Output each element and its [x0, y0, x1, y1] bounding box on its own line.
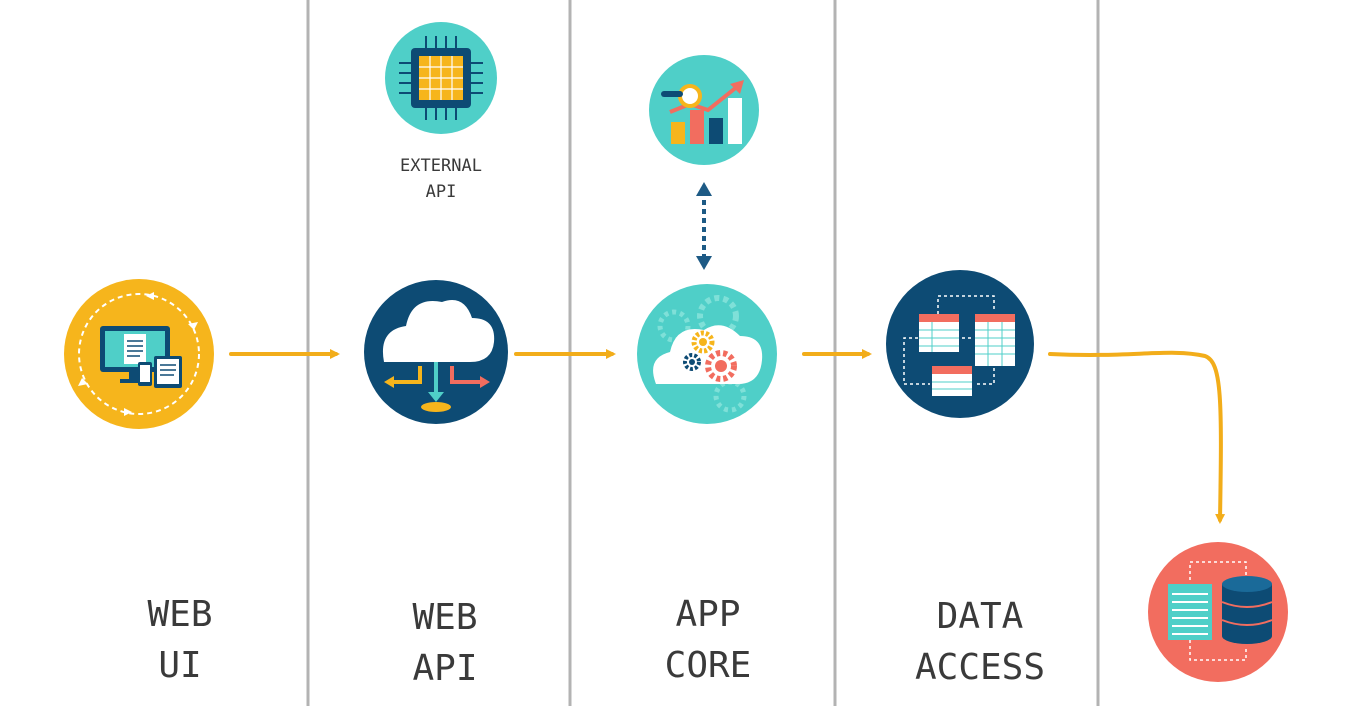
- tables-relations-icon: [886, 270, 1034, 418]
- chip-icon: [385, 22, 497, 134]
- column-label-webapi-line1: WEB: [412, 597, 477, 638]
- column-label-webui-line1: WEB: [147, 594, 212, 635]
- column-label-webui-line2: UI: [158, 645, 201, 686]
- devices-sync-icon: [64, 279, 214, 429]
- database-icon: [1148, 542, 1288, 682]
- dotted-bidirectional-arrow: [696, 182, 712, 270]
- cloud-gears-icon: [637, 284, 777, 424]
- analytics-chart-icon: [649, 55, 759, 165]
- arrow-dataaccess-to-database: [1048, 350, 1226, 524]
- external-api-label-line1: EXTERNAL: [400, 156, 482, 176]
- cloud-api-icon: [364, 280, 508, 424]
- column-label-appcore-line2: CORE: [665, 645, 752, 686]
- column-label-dataaccess-line1: DATA: [937, 596, 1024, 637]
- flow-arrows: [229, 349, 1226, 524]
- column-label-dataaccess-line2: ACCESS: [915, 647, 1045, 688]
- column-label-webapi-line2: API: [412, 648, 477, 689]
- external-api-label-line2: API: [426, 182, 457, 202]
- column-label-appcore-line1: APP: [675, 594, 740, 635]
